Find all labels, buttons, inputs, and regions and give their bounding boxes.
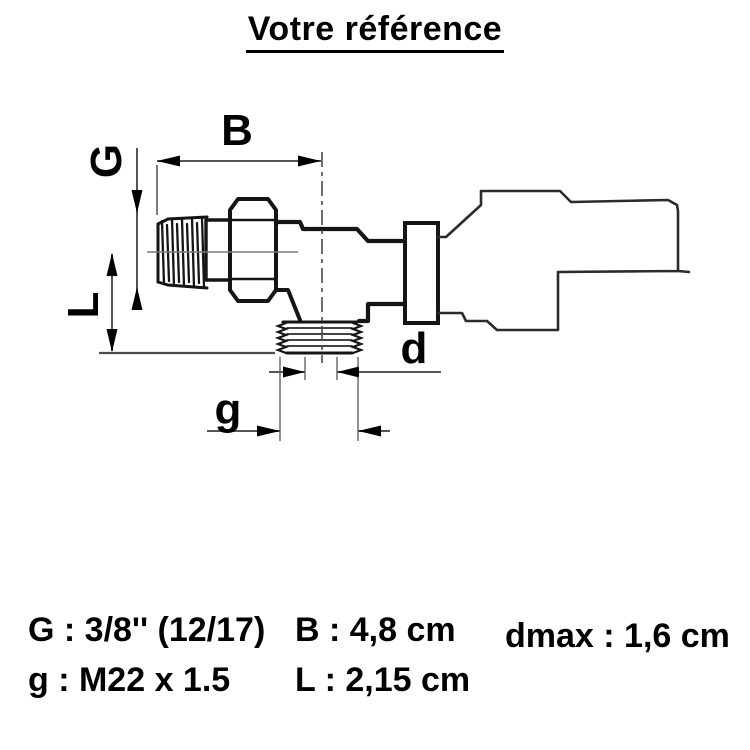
arrowhead-b-left (157, 155, 180, 167)
title-row: Votre référence (0, 10, 750, 53)
dim-label-g-upper: G (82, 144, 131, 178)
arrowhead-g-down (131, 190, 143, 213)
dim-label-d: d (401, 324, 428, 373)
dim-label-b: B (221, 106, 253, 155)
spec-height-l: L : 2,15 cm (295, 661, 471, 699)
spec-width-b: B : 4,8 cm (295, 611, 456, 649)
dimension-b: B (156, 106, 321, 215)
arrowhead-d-right (337, 366, 359, 378)
centerlines (147, 152, 323, 363)
page-title: Votre référence (245, 10, 505, 53)
thermostatic-head-drawing (436, 189, 691, 332)
dim-label-g-lower: g (215, 385, 242, 434)
union-nut-drawing (204, 197, 278, 303)
dim-label-l: L (59, 292, 108, 319)
arrowhead-g-lower-right (358, 425, 381, 437)
arrowhead-g-lower-left (257, 425, 280, 437)
spec-outlet-thread: g : M22 x 1.5 (28, 661, 231, 699)
arrowhead-d-left (283, 366, 305, 378)
arrowhead-b-right (298, 155, 321, 167)
dimension-l: L (59, 253, 275, 355)
arrowhead-l-down (106, 329, 118, 352)
arrowhead-g-up (131, 287, 143, 310)
dimension-d: d (269, 324, 441, 380)
dimension-g-lower: g (207, 357, 390, 441)
valve-body-drawing (273, 219, 408, 324)
spec-dmax: dmax : 1,6 cm (505, 617, 730, 655)
valve-technical-diagram: B G L g d (59, 106, 691, 441)
connection-flange-drawing (403, 221, 440, 325)
outlet-thread-drawing (274, 320, 365, 355)
arrowhead-l-up (106, 253, 118, 276)
dimension-g-upper: G (82, 144, 143, 310)
spec-inlet-thread: G : 3/8'' (12/17) (28, 611, 266, 649)
